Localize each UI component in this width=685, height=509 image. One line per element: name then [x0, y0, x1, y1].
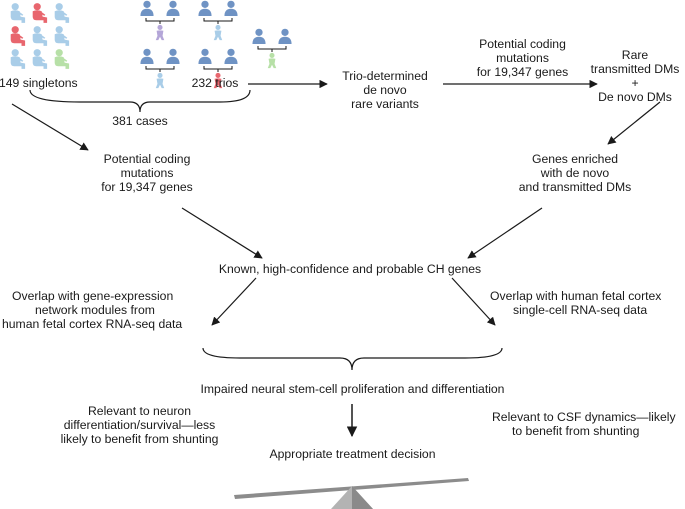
singleton-figure-icon	[32, 26, 48, 46]
singleton-figure-icon	[54, 26, 70, 46]
singleton-figure-icon	[32, 3, 48, 23]
singletons-label: 149 singletons	[0, 76, 78, 90]
parent-figure-icon	[166, 0, 180, 16]
node-line: De novo DMs	[598, 90, 672, 104]
node-overlap-left: Overlap with gene-expression network mod…	[2, 289, 202, 331]
node-coding-left: Potential coding mutations for 19,347 ge…	[82, 152, 212, 194]
pedigree-connector	[257, 46, 287, 52]
trio-pedigree-icon	[140, 48, 180, 89]
arrow-rare-dms-to-genes-enriched	[607, 101, 661, 145]
node-relevant-neuron: Relevant to neuron differentiation/survi…	[42, 404, 237, 446]
parent-figure-icon	[224, 0, 238, 16]
node-overlap-right: Overlap with human fetal cortex single-c…	[470, 289, 685, 317]
node-line: human fetal cortex RNA-seq data	[2, 317, 183, 331]
pedigree-connector	[145, 18, 175, 24]
node-line: Genes enriched	[531, 152, 619, 166]
node-relevant-csf: Relevant to CSF dynamics—likely to benef…	[470, 410, 685, 438]
singleton-figure-icon	[10, 49, 26, 69]
node-line: Trio-determined	[342, 69, 428, 83]
singleton-figure-icon	[10, 26, 26, 46]
cases-brace	[29, 89, 251, 113]
node-line: Potential coding	[103, 152, 191, 166]
parent-figure-icon	[252, 28, 266, 44]
node-line: Relevant to neuron	[88, 404, 191, 418]
trio-pedigree-icon	[198, 0, 238, 41]
arrow-ch-to-overlap-right	[451, 277, 496, 326]
node-line: de novo	[363, 83, 407, 97]
child-figure-icon	[267, 52, 277, 69]
node-line: Rare	[621, 48, 649, 62]
arrow-coding-to-ch-genes	[181, 207, 263, 259]
trios-label: 232 trios	[191, 76, 239, 90]
parent-figure-icon	[166, 48, 180, 64]
node-line: with de novo	[540, 166, 610, 180]
trio-pedigree-icon	[198, 48, 238, 89]
overlap-brace	[202, 347, 503, 371]
node-line: mutations	[496, 51, 549, 65]
node-trio-variants: Trio-determined de novo rare variants	[320, 69, 450, 111]
pedigree-connector	[203, 66, 233, 72]
pedigree-connector	[203, 18, 233, 24]
child-figure-icon	[155, 72, 165, 89]
parent-figure-icon	[140, 48, 154, 64]
node-line: for 19,347 genes	[476, 65, 569, 79]
node-line: mutations	[120, 166, 174, 180]
balance-scale-icon	[234, 478, 469, 509]
node-line: transmitted DMs	[590, 62, 680, 76]
node-coding-top: Potential coding mutations for 19,347 ge…	[455, 37, 590, 79]
cases-label: 381 cases	[112, 114, 168, 128]
node-line: network modules from	[35, 303, 155, 317]
trio-pedigree-icon	[252, 28, 292, 69]
node-line: and transmitted DMs	[518, 180, 632, 194]
parent-figure-icon	[224, 48, 238, 64]
pedigree-connector	[145, 66, 175, 72]
node-line: Potential coding	[479, 37, 566, 51]
node-line: single-cell RNA-seq data	[513, 303, 648, 317]
node-impaired: Impaired neural stem-cell proliferation …	[200, 382, 505, 396]
node-line: differentiation/survival—less	[63, 418, 216, 432]
node-genes-enriched: Genes enriched with de novo and transmit…	[505, 152, 645, 194]
singletons-icon-grid	[10, 3, 70, 69]
node-line: Overlap with human fetal cortex	[490, 289, 662, 303]
node-ch-genes: Known, high-confidence and probable CH g…	[218, 262, 482, 276]
arrow-ch-to-overlap-left	[211, 277, 257, 326]
arrow-genes-enriched-to-ch-genes	[467, 207, 543, 259]
child-figure-icon	[213, 24, 223, 41]
trios-icon-group	[140, 0, 292, 89]
node-rare-dms: Rare transmitted DMs + De novo DMs	[585, 48, 685, 104]
node-line: to benefit from shunting	[512, 424, 640, 438]
arrow-singletons-to-coding	[11, 103, 89, 151]
singleton-figure-icon	[54, 49, 70, 69]
node-line: for 19,347 genes	[101, 180, 193, 194]
node-treatment: Appropriate treatment decision	[269, 447, 436, 461]
child-figure-icon	[155, 24, 165, 41]
node-line: Relevant to CSF dynamics—likely	[492, 410, 676, 424]
singleton-figure-icon	[32, 49, 48, 69]
node-line: Overlap with gene-expression	[12, 289, 174, 303]
parent-figure-icon	[198, 48, 212, 64]
parent-figure-icon	[278, 28, 292, 44]
singleton-figure-icon	[10, 3, 26, 23]
singleton-figure-icon	[54, 3, 70, 23]
parent-figure-icon	[140, 0, 154, 16]
trio-pedigree-icon	[140, 0, 180, 41]
parent-figure-icon	[198, 0, 212, 16]
node-line: rare variants	[351, 97, 419, 111]
node-line: +	[631, 76, 639, 90]
node-line: likely to benefit from shunting	[60, 432, 219, 446]
